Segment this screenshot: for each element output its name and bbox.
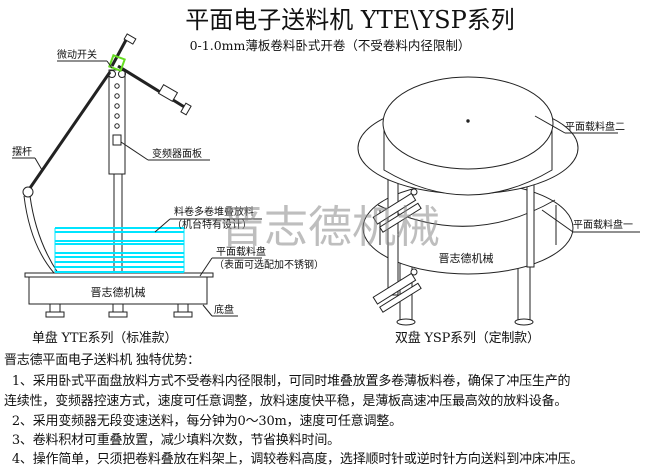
support-post: [526, 184, 535, 268]
right-brand: 晋志德机械: [439, 251, 494, 265]
label-inverter-panel: 变频器面板: [152, 147, 202, 160]
leader-lines: [534, 115, 640, 233]
advantage-line: 3、卷料积材可重叠放置，减少填料次数，节省换料时间。: [4, 433, 340, 448]
right-labels: 平面载料盘二 平面载料盘一 晋志德机械: [439, 120, 634, 265]
advantage-line: 4、操作简单，只须把卷料叠放在料架上，调较卷料高度，选择顺时针或逆时针方向送料到…: [4, 452, 584, 467]
right-caption: 双盘 YSP系列（定制款）: [395, 331, 540, 346]
label-flat-tray-note: （表面可选配加不锈钢）: [214, 258, 324, 271]
advantage-line: 1、采用卧式平面盘放料方式不受卷料内径限制，可同时堆叠放置多卷薄板料卷，确保了冲…: [4, 374, 571, 389]
column: [108, 69, 126, 175]
stacked-coils: [54, 227, 185, 273]
label-base: 底盘: [214, 303, 234, 316]
label-stacked-coils-note: （机台特有设计）: [172, 218, 252, 231]
label-tray-two: 平面载料盘二: [565, 120, 625, 133]
page-subtitle: 0-1.0mm薄板卷料卧式开卷（不受卷料内径限制）: [190, 38, 471, 53]
post: [113, 173, 123, 274]
left-labels: 微动开关 摆杆 变频器面板 料卷多卷堆叠放料 （机台特有设计） 平面载料盘 （表…: [12, 48, 324, 316]
leader-lines: [12, 60, 262, 317]
swing-arm: [22, 71, 112, 274]
label-tray-one: 平面载料盘一: [573, 218, 633, 231]
advantages-heading: 晋志德平面电子送料机 独特优势：: [4, 353, 200, 368]
tray-plate: [24, 272, 214, 278]
micro-switch: [108, 54, 126, 72]
double-tray-machine: [357, 76, 640, 326]
advantage-line: 2、采用变频器无段变速送料，每分钟为0～30m，速度可任意调整。: [4, 414, 402, 429]
feet: [45, 303, 193, 318]
tray-center-dot: [466, 119, 470, 123]
label-swing-arm: 摆杆: [12, 145, 32, 158]
column-holes: [114, 83, 120, 129]
label-stacked-coils: 料卷多卷堆叠放料: [174, 205, 254, 218]
advantage-line: 连续性，变频器控速方式，速度可任意调整，放料速度快平稳，是薄板高速冲压最高效的放…: [4, 394, 568, 409]
inverter-panel: [112, 134, 122, 146]
handle-arm: [108, 33, 192, 116]
single-tray-machine: [12, 33, 262, 318]
label-micro-switch: 微动开关: [57, 48, 97, 61]
left-caption: 单盘 YTE系列（标准款）: [32, 331, 178, 346]
watermark: 晋志德机械: [220, 202, 440, 253]
base-brand: 晋志德机械: [91, 285, 146, 299]
label-flat-tray: 平面载料盘: [216, 245, 266, 258]
page-title: 平面电子送料机 YTE\YSP系列: [185, 6, 515, 34]
tray-two: [382, 76, 554, 170]
side-brackets: [372, 188, 422, 313]
base-box: [28, 276, 208, 305]
